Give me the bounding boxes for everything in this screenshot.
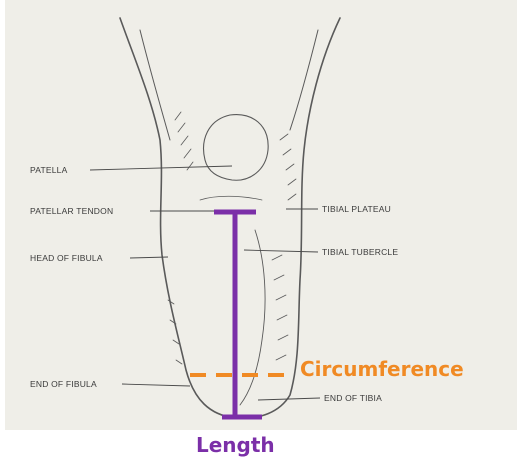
label-tibial-plateau: TIBIAL PLATEAU bbox=[322, 204, 391, 214]
label-end-of-tibia: END OF TIBIA bbox=[324, 393, 382, 403]
label-patella: PATELLA bbox=[30, 165, 68, 175]
label-tibial-tubercle: TIBIAL TUBERCLE bbox=[322, 247, 398, 257]
length-label: Length bbox=[196, 433, 275, 457]
label-head-of-fibula: HEAD OF FIBULA bbox=[30, 253, 103, 263]
label-end-of-fibula: END OF FIBULA bbox=[30, 379, 97, 389]
circumference-label: Circumference bbox=[300, 357, 464, 381]
label-patellar-tendon: PATELLAR TENDON bbox=[30, 206, 113, 216]
